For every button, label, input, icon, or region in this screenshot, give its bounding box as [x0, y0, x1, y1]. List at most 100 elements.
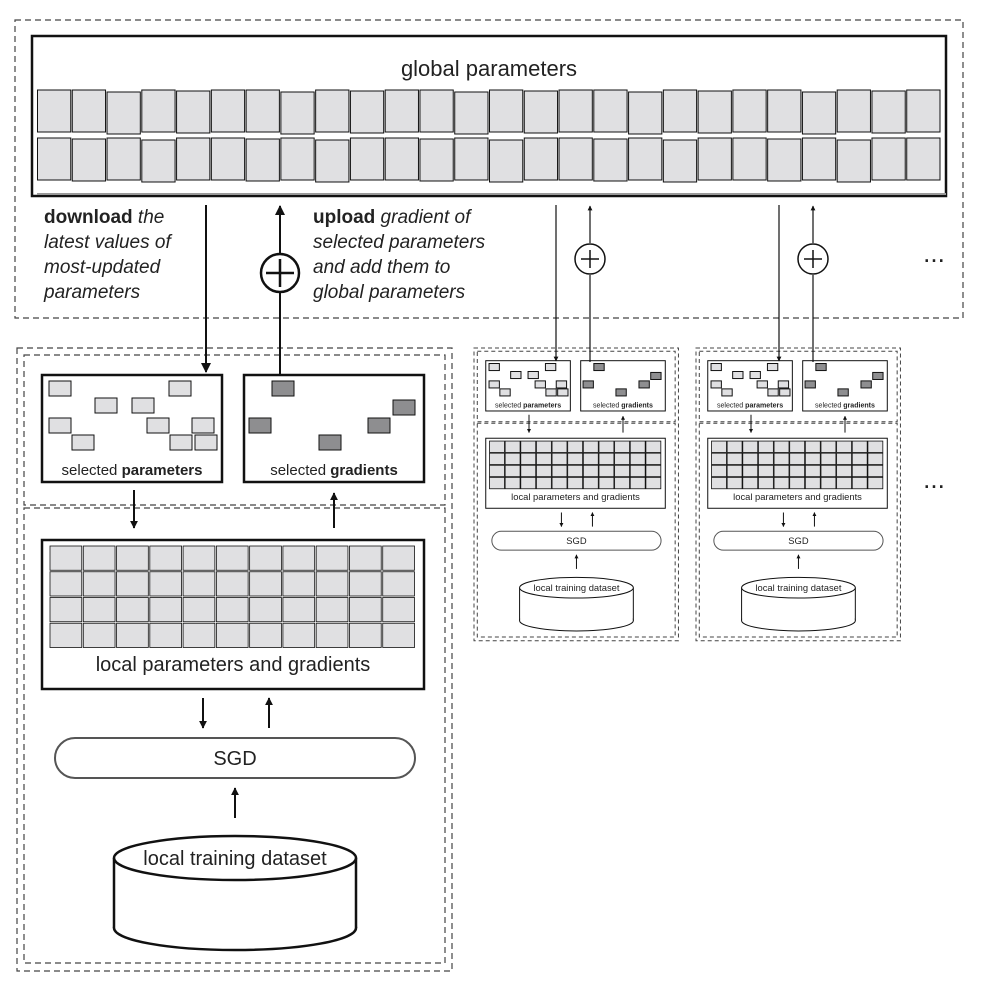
local-parameter-cell [614, 464, 630, 478]
global-parameter-cell [836, 139, 871, 183]
local-dataset-cylinder: local training dataset [112, 834, 358, 952]
local-parameter-cell [249, 622, 282, 648]
selected-parameters-label: selected parameters [717, 403, 783, 410]
parameter-block [169, 434, 193, 451]
local-parameter-cell [49, 597, 83, 623]
local-parameter-cell [215, 622, 249, 648]
local-parameter-cell [598, 476, 615, 490]
global-parameter-cell [141, 89, 176, 133]
local-parameter-cell [49, 571, 83, 597]
local-parameter-cell [773, 464, 790, 478]
local-parameter-cell [382, 597, 415, 623]
local-parameter-cell [820, 464, 837, 478]
local-parameter-cell [551, 440, 568, 453]
local-compute-region [476, 422, 676, 638]
local-parameter-cell [520, 440, 537, 453]
local-parameter-cell [836, 440, 852, 453]
local-parameter-cell [629, 440, 646, 453]
download-keyword: download [44, 207, 133, 228]
global-parameter-cell [489, 139, 524, 183]
global-parameter-cell [349, 90, 385, 134]
local-parameter-cell [742, 440, 759, 453]
global-parameter-cell [419, 138, 454, 182]
local-parameter-cell [551, 464, 568, 478]
local-parameter-cell [726, 464, 743, 478]
local-parameter-cell [520, 464, 537, 478]
local-parameter-cell [149, 571, 182, 597]
local-parameter-cell [614, 476, 630, 490]
local-parameter-cell [382, 622, 415, 648]
parameter-block [555, 380, 568, 389]
dataset-label: local training dataset [533, 582, 619, 593]
parameter-block [194, 434, 218, 451]
local-parameter-cell [742, 464, 759, 478]
selected-gradients-label: selected gradients [815, 403, 875, 410]
global-parameter-cell [141, 139, 176, 183]
global-parameter-cell [210, 137, 246, 181]
local-parameter-cell [820, 452, 837, 465]
gradient-block [318, 434, 342, 451]
local-parameter-cell [315, 597, 349, 623]
parameter-block [71, 434, 95, 451]
local-parameter-cell [536, 464, 552, 478]
global-parameter-cell [384, 137, 419, 181]
selected-gradients-box: selected gradients [802, 360, 888, 412]
local-parameter-cell [489, 452, 505, 465]
local-parameter-cell [382, 545, 415, 571]
local-parameter-cell [315, 571, 349, 597]
selected-parameters-box: selected parameters [707, 360, 793, 412]
selected-parameters-label: selected parameters [495, 403, 561, 410]
local-parameter-cell [249, 545, 282, 571]
local-parameter-cell [773, 476, 790, 490]
gradient-block [392, 399, 416, 416]
local-parameter-cell [629, 476, 646, 490]
global-parameter-cell [906, 137, 941, 181]
local-parameter-cell [315, 622, 349, 648]
local-parameter-cell [867, 440, 884, 453]
gradient-block [872, 371, 884, 380]
global-parameter-cell [245, 89, 280, 133]
parameter-block [94, 397, 118, 414]
sgd-box: SGD [491, 530, 662, 551]
local-parameter-cell [249, 571, 282, 597]
local-parameter-cell [82, 597, 116, 623]
local-parameter-cell [349, 597, 382, 623]
local-parameter-cell [820, 476, 837, 490]
global-parameter-cell [593, 138, 628, 182]
server-region [14, 19, 964, 319]
local-parameters-label: local parameters and gradients [733, 491, 862, 502]
gradient-block [367, 417, 391, 434]
local-parameter-cell [315, 545, 349, 571]
local-parameter-cell [182, 545, 216, 571]
local-parameter-cell [789, 440, 806, 453]
local-compute-region [23, 507, 446, 964]
local-parameter-cell [349, 545, 382, 571]
global-parameter-cell [732, 89, 767, 133]
local-parameter-cell [645, 440, 662, 453]
local-parameter-cell [742, 452, 759, 465]
global-parameter-cell [419, 89, 454, 133]
local-parameter-cell [582, 464, 599, 478]
add-operator-worker-3 [797, 243, 829, 275]
local-parameter-cell [249, 597, 282, 623]
local-parameter-cell [349, 571, 382, 597]
parameter-block [534, 380, 546, 389]
local-parameter-cell [726, 452, 743, 465]
local-parameter-cell [789, 452, 806, 465]
gradient-block [638, 380, 650, 389]
local-parameter-cell [82, 571, 116, 597]
global-parameter-cell [210, 89, 246, 133]
download-text-2: latest values of [44, 232, 171, 253]
download-caption: download the latest values of most-updat… [44, 205, 171, 305]
local-parameter-cell [758, 476, 774, 490]
upload-text-3: and add them to [313, 257, 451, 278]
upload-text-2: selected parameters [313, 232, 486, 253]
local-parameter-cell [851, 452, 868, 465]
local-parameter-cell [836, 476, 852, 490]
local-parameter-cell [567, 464, 584, 478]
local-parameter-cell [598, 464, 615, 478]
gradient-block [804, 380, 816, 389]
local-parameter-cell [726, 476, 743, 490]
global-parameter-grid [37, 89, 941, 183]
local-parameter-cell [773, 440, 790, 453]
